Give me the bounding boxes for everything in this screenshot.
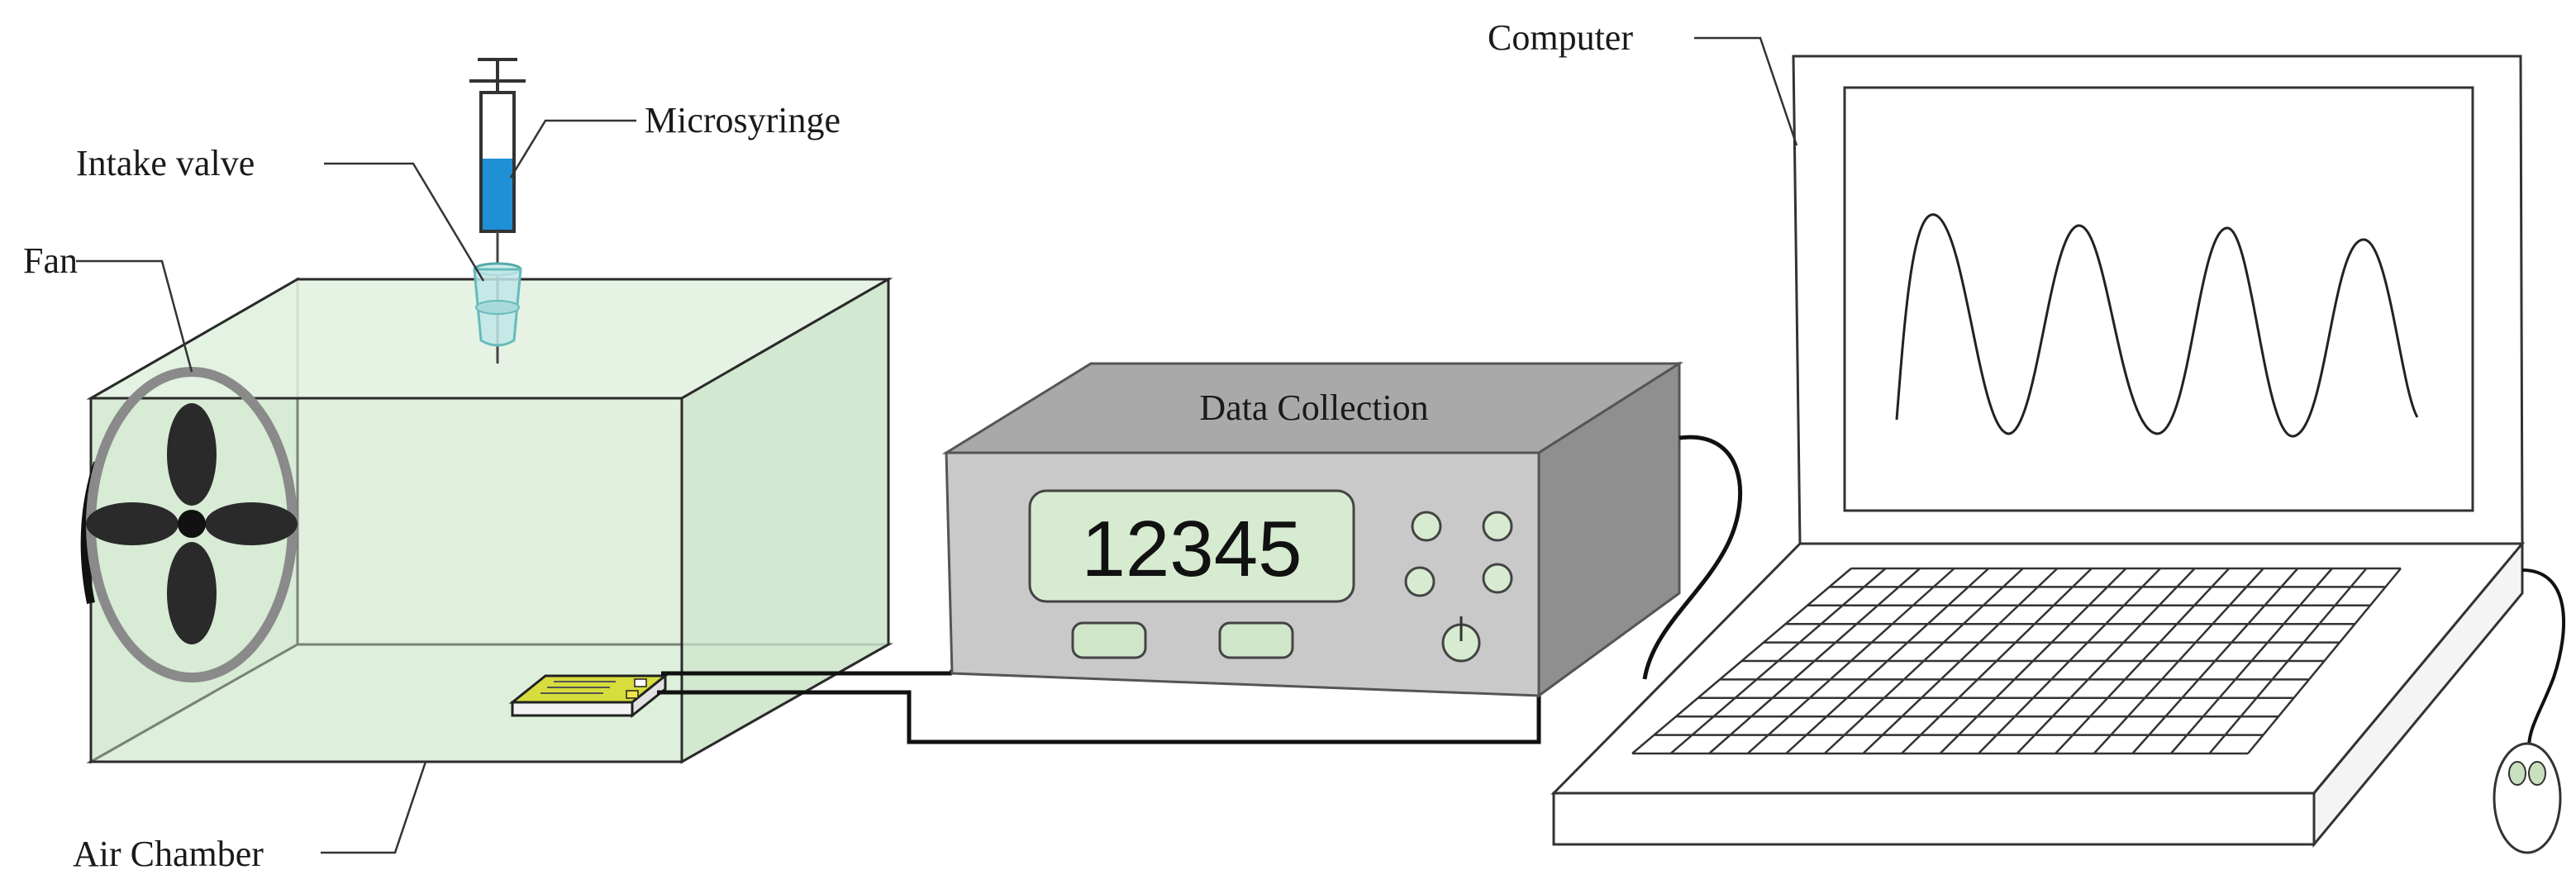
syringe-liquid [483,159,512,230]
fan-blade-left [86,502,179,545]
knob-icon[interactable] [1441,616,1481,663]
device-port-top-right [1482,511,1513,542]
keyboard-column-line [1708,568,1921,754]
device-laptop-cable [1642,435,1743,680]
keyboard-column-line [2208,568,2368,754]
fan-leader [76,259,193,373]
keyboard-column-line [2093,568,2264,754]
chamber-front-face [89,397,683,763]
data-collection-device: 12345 [941,361,1684,698]
mouse-icon[interactable] [2493,742,2562,854]
keyboard-column-line [1978,568,2161,754]
keyboard-column-line [2131,568,2299,754]
label-microsyringe: Microsyringe [645,100,840,140]
mouse-button-left[interactable] [2508,761,2526,786]
label-data-collection: Data Collection [1199,387,1428,428]
device-port-bottom-right [1482,563,1513,594]
laptop-front-edge [1552,792,2316,846]
microsyringe-leader [509,119,636,178]
fan-blade-right [205,502,298,545]
fan-icon [80,367,298,682]
mouse-cable [2521,568,2566,749]
valve-band [475,300,520,315]
air-chamber-leader [321,761,427,854]
mouse-body[interactable] [2493,742,2562,854]
fan-hub [178,510,206,538]
keyboard-column-line [1901,568,2093,754]
fan-blade-top [167,403,217,506]
keyboard-column-line [1862,568,2059,754]
keyboard-column-line [2055,568,2231,754]
keyboard-column-line [2016,568,2196,754]
laptop-keyboard[interactable] [1631,567,2402,755]
keyboard-column-line [1939,568,2127,754]
sensor-chip-icon [508,673,669,719]
keyboard-column-line [1746,568,1955,754]
device-port-top-left [1411,511,1442,542]
keyboard-column-line [2169,568,2333,754]
label-computer: Computer [1488,17,1633,58]
laptop-screen [1843,86,2474,512]
intake-valve-leader [324,162,485,282]
sensor-side [511,701,634,717]
label-air-chamber: Air Chamber [73,834,264,874]
sensor-side-right [631,673,667,719]
device-button-left[interactable] [1071,621,1147,659]
fan-blade-bottom [167,542,217,644]
device-port-bottom-left [1404,566,1436,597]
lcd-reading: 12345 [1082,505,1302,593]
label-fan: Fan [23,240,78,281]
microsyringe-icon [469,58,526,364]
sensor-pad-2 [626,690,639,699]
label-intake-valve: Intake valve [76,143,255,183]
labels: Microsyringe Intake valve Fan Air Chambe… [23,17,1798,874]
device-button-right[interactable] [1218,621,1294,659]
sensor-pad-1 [634,678,647,687]
keyboard-column-line [1631,568,1852,754]
computer-leader [1694,36,1798,146]
keyboard-column-line [2247,568,2402,754]
intake-valve-icon [473,262,522,347]
keyboard-column-line [1823,568,2024,754]
laptop-icon [1550,55,2526,849]
mouse-button-right[interactable] [2528,761,2546,786]
lcd-display [1028,489,1355,603]
keyboard-column-line [1785,568,1990,754]
keyboard-column-line [1669,568,1887,754]
screen-waveform [1895,213,2419,438]
laptop-side-edge [2312,540,2524,849]
